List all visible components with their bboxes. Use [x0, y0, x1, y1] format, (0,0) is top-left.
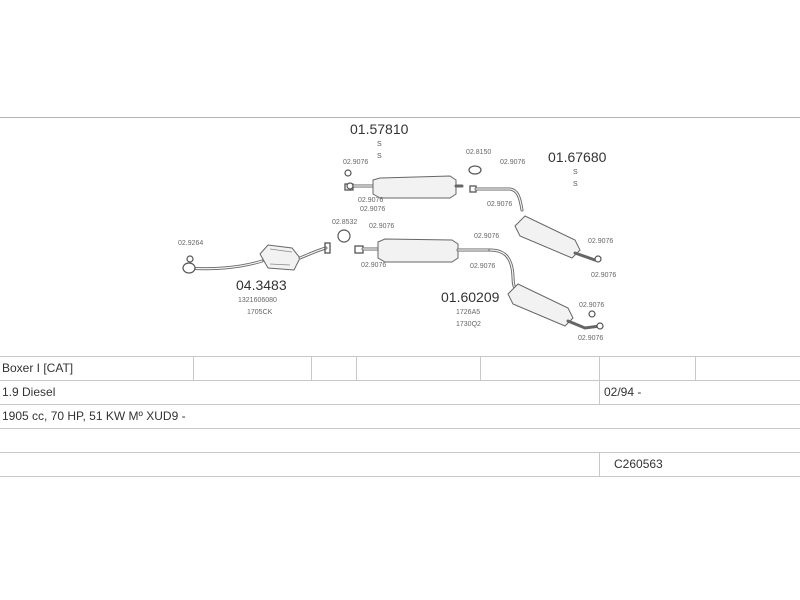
lower-silencer-body	[377, 238, 459, 263]
upper-tail-silencer	[468, 165, 602, 263]
code-label: 02.9076	[588, 238, 613, 245]
upper-silencer-body	[372, 175, 457, 199]
center-hanger	[468, 165, 482, 175]
code-label: 02.9076	[500, 159, 525, 166]
oe-ref-1321606080: 1321606080	[238, 297, 277, 304]
mark-s2: S	[377, 153, 382, 160]
upper-rear-silencer	[344, 169, 464, 199]
mark-s1: S	[377, 141, 382, 148]
part-number-01-60209: 01.60209	[441, 289, 500, 305]
catalyst-body	[259, 244, 301, 271]
part-number-01-57810: 01.57810	[350, 121, 409, 137]
catalyst-outlet-flange	[324, 242, 331, 254]
oe-ref-1730Q2: 1730Q2	[456, 321, 481, 328]
clamp-ring-02-9264	[186, 255, 194, 263]
code-label: 02.9076	[369, 223, 394, 230]
code-label: 02.9076	[474, 233, 499, 240]
tail-silencer-top-body	[514, 215, 581, 259]
code-label: 02.9076	[358, 197, 383, 204]
mark-s4: S	[573, 181, 578, 188]
code-label: 02.9264	[178, 240, 203, 247]
column-divider	[599, 381, 600, 404]
table-row-empty	[0, 429, 800, 453]
lower-tail-silencer	[507, 283, 604, 330]
code-label: 02.9076	[360, 206, 385, 213]
code-label: 02.9076	[591, 272, 616, 279]
column-divider	[356, 357, 357, 380]
lower-gasket	[337, 229, 351, 243]
code-label: 02.9076	[487, 201, 512, 208]
oe-ref-1726A5: 1726A5	[456, 309, 480, 316]
system-reference: C260563	[614, 457, 663, 471]
code-label: 02.9076	[361, 262, 386, 269]
part-number-01-67680: 01.67680	[548, 149, 607, 165]
mark-s3: S	[573, 169, 578, 176]
table-row-engine: 1.9 Diesel 02/94 -	[0, 381, 800, 405]
code-label: 02.9076	[470, 263, 495, 270]
engine-spec: 1905 cc, 70 HP, 51 KW Mº XUD9 -	[2, 409, 186, 423]
model-name: Boxer I [CAT]	[2, 361, 74, 375]
exhaust-system-diagram: 01.57810 S S 01.67680 S S 01.60209 1726A…	[178, 121, 616, 342]
code-label: 02.9076	[578, 335, 603, 342]
production-date: 02/94 -	[604, 385, 642, 399]
column-divider	[599, 453, 600, 476]
upper-clamp	[344, 169, 352, 177]
catalyst-assembly	[182, 242, 331, 274]
engine-type: 1.9 Diesel	[2, 385, 56, 399]
table-row-reference: C260563	[0, 453, 800, 477]
table-row-spec: 1905 cc, 70 HP, 51 KW Mº XUD9 -	[0, 405, 800, 429]
oe-ref-1705CK: 1705CK	[247, 309, 273, 316]
column-divider	[193, 357, 194, 380]
code-label: 02.8532	[332, 219, 357, 226]
vehicle-info-table: Boxer I [CAT] 1.9 Diesel 02/94 - 1905 cc…	[0, 356, 800, 477]
table-row-model: Boxer I [CAT]	[0, 356, 800, 381]
column-divider	[695, 357, 696, 380]
column-divider	[599, 357, 600, 380]
part-number-04-3483: 04.3483	[236, 277, 287, 293]
code-label: 02.9076	[579, 302, 604, 309]
column-divider	[311, 357, 312, 380]
top-divider	[0, 117, 800, 118]
column-divider	[480, 357, 481, 380]
tail-silencer-bottom-body	[507, 283, 574, 327]
lower-rear-silencer	[337, 229, 517, 290]
code-label: 02.8150	[466, 149, 491, 156]
front-flange	[182, 262, 196, 274]
code-label: 02.9076	[343, 159, 368, 166]
